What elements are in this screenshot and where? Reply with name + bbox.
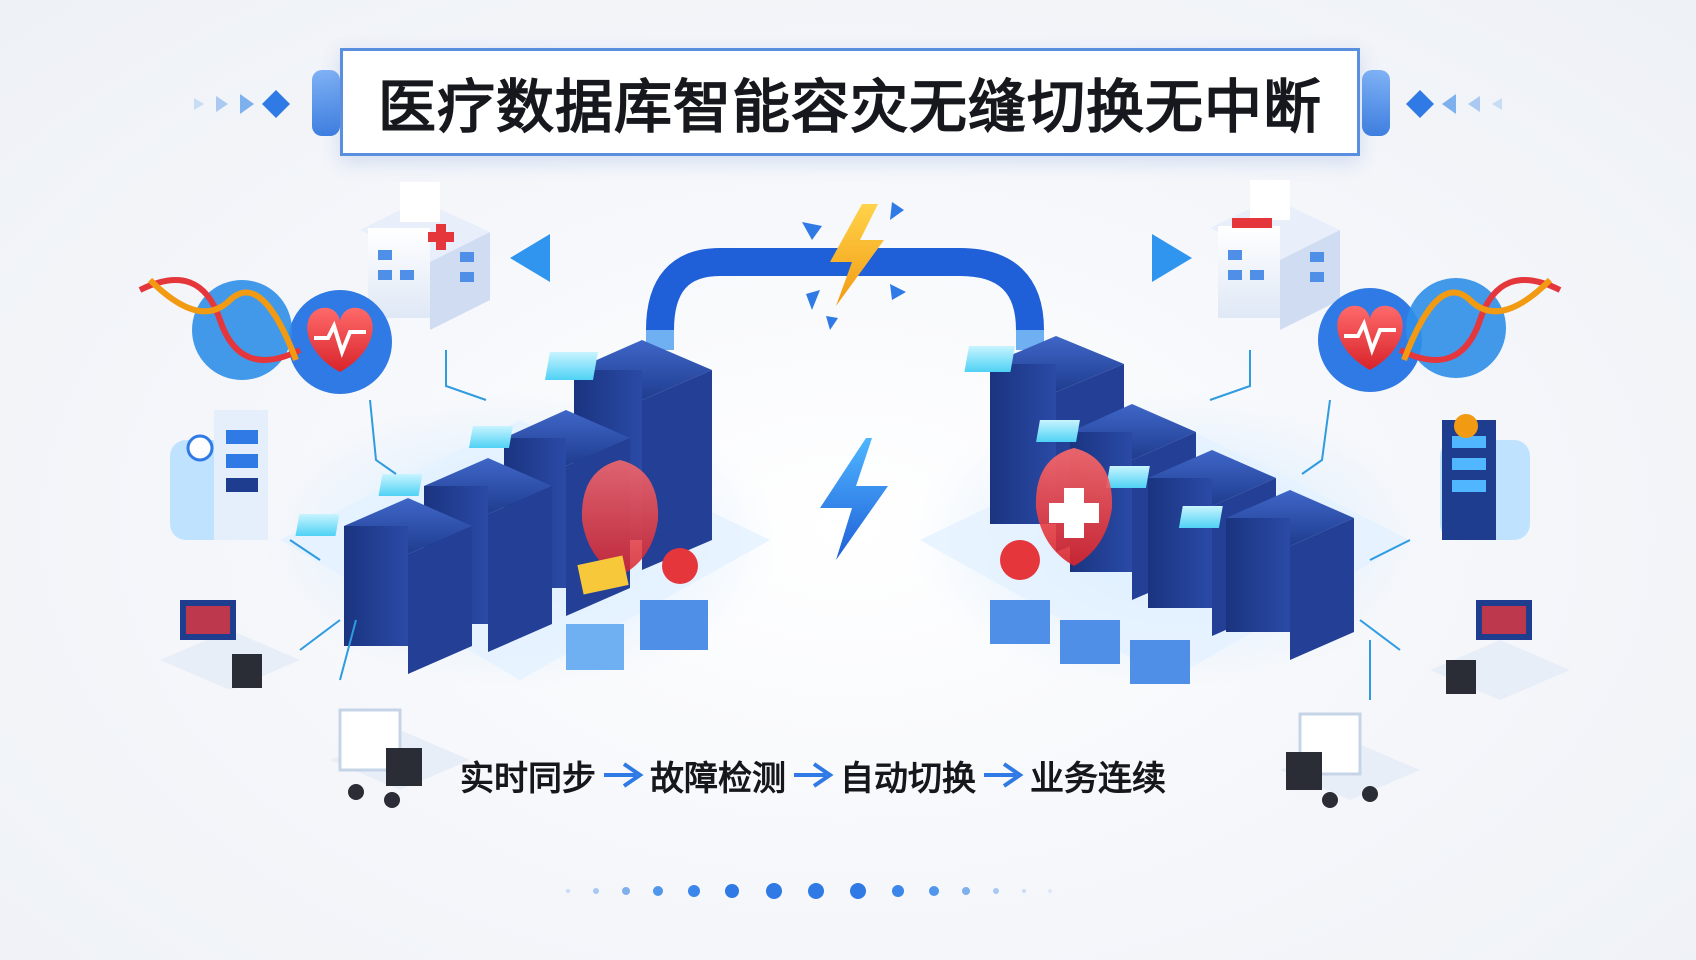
flow-step-switch: 自动切换 [840,758,976,799]
left-medical-workstation-icon [170,410,268,540]
connector-lines [289,350,1411,700]
left-medical-cart-icon [330,708,470,808]
right-doctor-desk-icon [1430,600,1570,700]
left-dna-icon [138,277,302,380]
right-chevron-ornament-icon [1406,90,1502,118]
right-medical-cart-icon [1280,712,1420,808]
flow-step-continuity: 业务连续 [1030,758,1166,799]
banner-right-cap [1362,70,1390,136]
right-medical-workstation-icon [1440,414,1530,540]
lightning-icon [802,202,906,330]
center-lightning-icon [820,438,888,560]
right-server-cluster [964,336,1354,684]
flow-arrow-icon [984,762,1024,788]
title-banner: 医疗数据库智能容灾无缝切换无中断 [340,48,1360,156]
left-heart-monitor-icon [288,290,392,394]
flow-step-detect: 故障检测 [650,758,786,799]
left-hospital-building-icon [360,182,490,330]
right-hospital-building-icon [1210,180,1340,330]
banner-left-cap [312,70,340,136]
left-chevron-ornament-icon [194,90,290,118]
left-doctor-desk-icon [160,600,300,690]
right-heart-monitor-icon [1318,288,1422,392]
flow-arrow-icon [794,762,834,788]
page-title: 医疗数据库智能容灾无缝切换无中断 [377,73,1322,141]
dot-indicator [566,883,1052,899]
medical-shield-icon [581,460,659,576]
left-server-cluster [295,340,712,674]
process-flow: 实时同步 故障检测 自动切换 业务连续 [460,748,1250,802]
flow-arrow-icon [604,762,644,788]
flow-step-sync: 实时同步 [460,758,596,799]
right-dna-icon [1398,277,1562,378]
